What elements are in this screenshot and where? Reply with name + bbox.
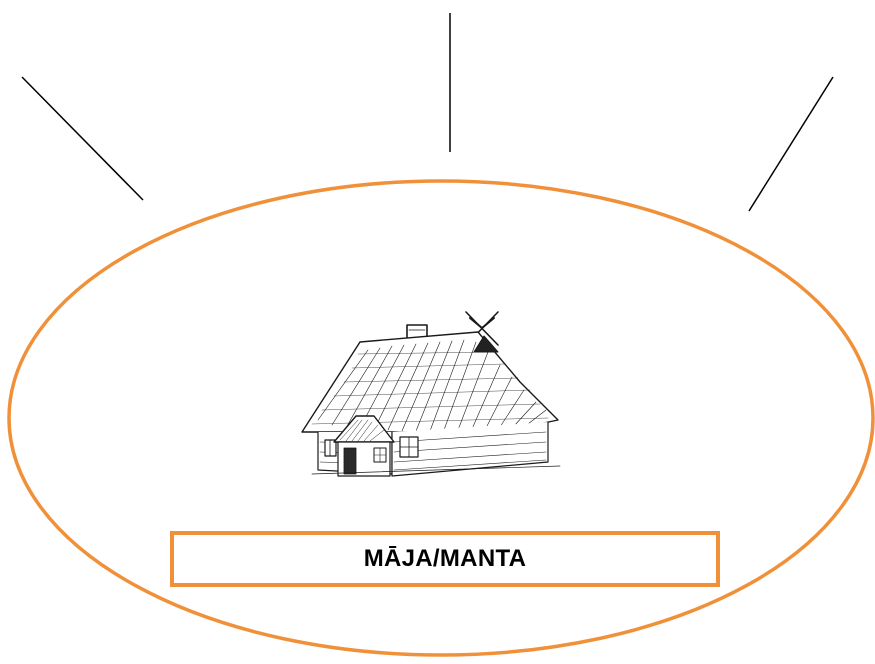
center-label-box: MĀJA/MANTA [170,531,720,587]
center-label-text: MĀJA/MANTA [363,545,527,572]
thatched-house-sketch-icon [301,311,561,477]
connector-line-right [748,76,834,212]
connector-line-left [21,76,144,201]
